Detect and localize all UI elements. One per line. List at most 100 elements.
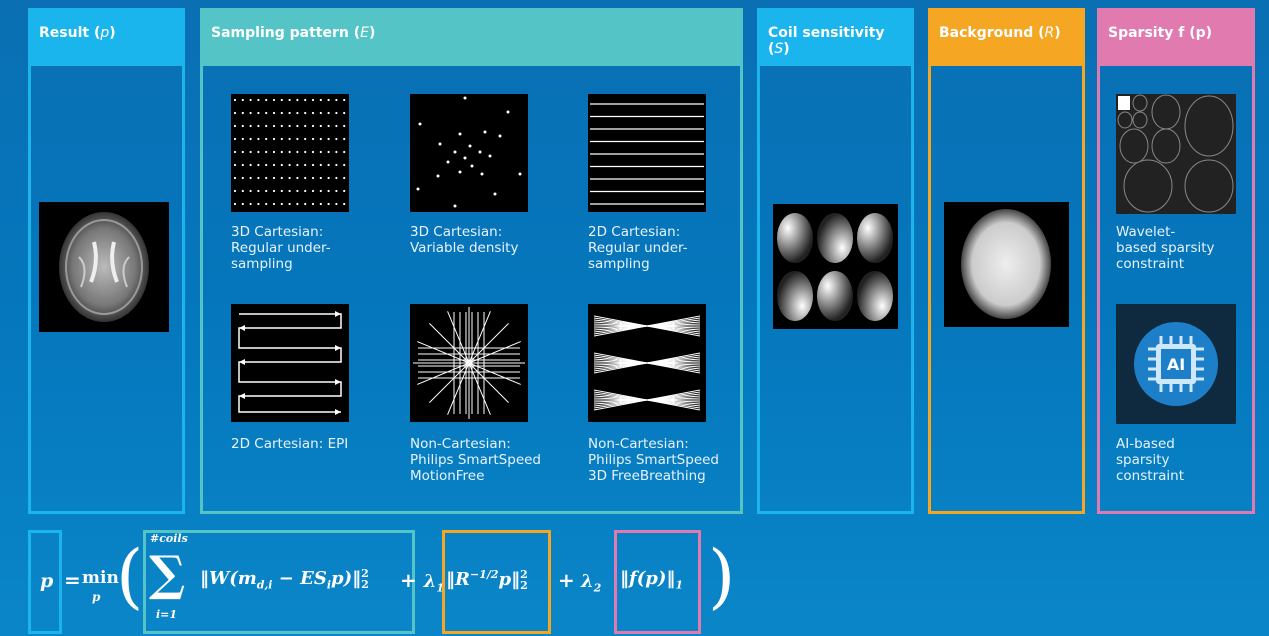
sample-dot (265, 111, 268, 115)
background-body (931, 63, 1082, 511)
sample-dot (335, 137, 338, 141)
sample-dot (280, 137, 283, 141)
sample-dot (241, 137, 244, 141)
sample-dot (327, 189, 330, 193)
sample-dot (265, 163, 268, 167)
reconstruction-formula: p = min p ( #coils ∑ i=1 ‖W(md,i − ESip)… (28, 530, 748, 634)
pattern-epi-image (231, 304, 349, 422)
sample-dot (304, 150, 307, 154)
sample-dot (327, 111, 330, 115)
sample-dot (296, 111, 299, 115)
sample-dot (288, 124, 291, 128)
sample-dot (319, 176, 322, 180)
sample-dot (304, 111, 307, 115)
sample-dot (288, 163, 291, 167)
sample-dot (311, 176, 315, 180)
sample-dot (304, 137, 307, 141)
sample-dot (241, 202, 244, 206)
sample-dot (233, 163, 237, 167)
sample-dot (335, 124, 338, 128)
brain-result-image (39, 202, 169, 332)
sample-dot (319, 137, 322, 141)
sampling-column: Sampling pattern (E) 3D Cartesian:Regula… (200, 8, 743, 514)
ai-chip-image: AI (1116, 304, 1236, 424)
sample-dot (335, 189, 338, 193)
sample-dot (311, 189, 315, 193)
sample-dot (304, 163, 307, 167)
sample-dot (335, 163, 338, 167)
sample-dot (233, 202, 237, 206)
sample-dot (265, 202, 268, 206)
sample-dot (280, 176, 283, 180)
sample-dot (304, 98, 307, 102)
sample-dot (280, 111, 283, 115)
formula-box-background (442, 530, 551, 634)
sample-dot (241, 98, 244, 102)
sample-dot (311, 137, 315, 141)
sample-dot (265, 137, 268, 141)
formula-paren-open: ( (116, 535, 144, 617)
formula-eq: = (64, 568, 81, 592)
sample-dot (343, 163, 346, 167)
wavelet-image (1116, 94, 1236, 214)
pattern-3d-regular-caption: 3D Cartesian:Regular under-sampling (231, 224, 331, 272)
sample-dot (288, 189, 291, 193)
coil-body (760, 63, 911, 511)
sample-dot (319, 163, 322, 167)
formula-sigma: ∑ (149, 546, 186, 602)
trajectory-line (593, 352, 701, 374)
sample-dot (257, 176, 260, 180)
sample-dot (288, 111, 291, 115)
pattern-motionfree-image (410, 304, 528, 422)
sample-dot (319, 98, 322, 102)
sample-dot (280, 150, 283, 154)
sample-dot (343, 189, 346, 193)
result-column: Result (p) (28, 8, 185, 514)
result-body (31, 63, 182, 511)
sample-dot (280, 98, 283, 102)
coil-sensitivity-image (773, 204, 898, 329)
sample-dot (272, 111, 276, 115)
formula-lambda1-symbol: + λ1 (400, 568, 445, 595)
sample-dot (288, 98, 291, 102)
sample-dot (272, 98, 276, 102)
sample-dot (311, 202, 315, 206)
sample-dot (319, 124, 322, 128)
pattern-freebreathing-image (588, 304, 706, 422)
sample-dot (304, 176, 307, 180)
sample-dot (249, 124, 252, 128)
sample-dot (319, 111, 322, 115)
sample-dot (233, 176, 237, 180)
sample-dot (296, 163, 299, 167)
sample-dot (343, 98, 346, 102)
sample-dot (249, 137, 252, 141)
sample-dot (296, 150, 299, 154)
sample-dot (343, 202, 346, 206)
sampling-body: 3D Cartesian:Regular under-sampling 3D C… (203, 63, 740, 511)
background-header: Background (R) (931, 11, 1082, 63)
sample-dot (241, 176, 244, 180)
sample-dot (335, 150, 338, 154)
sample-dot (233, 98, 237, 102)
formula-plus-2-group: + λ2 (558, 568, 602, 595)
sample-dot (280, 163, 283, 167)
sample-dot (327, 124, 330, 128)
sample-dot (257, 150, 260, 154)
sample-dot (241, 111, 244, 115)
sample-dot (327, 98, 330, 102)
sample-dot (249, 202, 252, 206)
sample-dot (249, 98, 252, 102)
sample-dot (343, 137, 346, 141)
sample-dot (265, 124, 268, 128)
formula-sum-bottom: i=1 (156, 608, 178, 621)
sample-dot (265, 98, 268, 102)
sample-dot (343, 124, 346, 128)
sample-dot (272, 163, 276, 167)
formula-min: min (82, 568, 119, 588)
sample-dot (233, 137, 237, 141)
formula-box-sparsity (614, 530, 701, 634)
